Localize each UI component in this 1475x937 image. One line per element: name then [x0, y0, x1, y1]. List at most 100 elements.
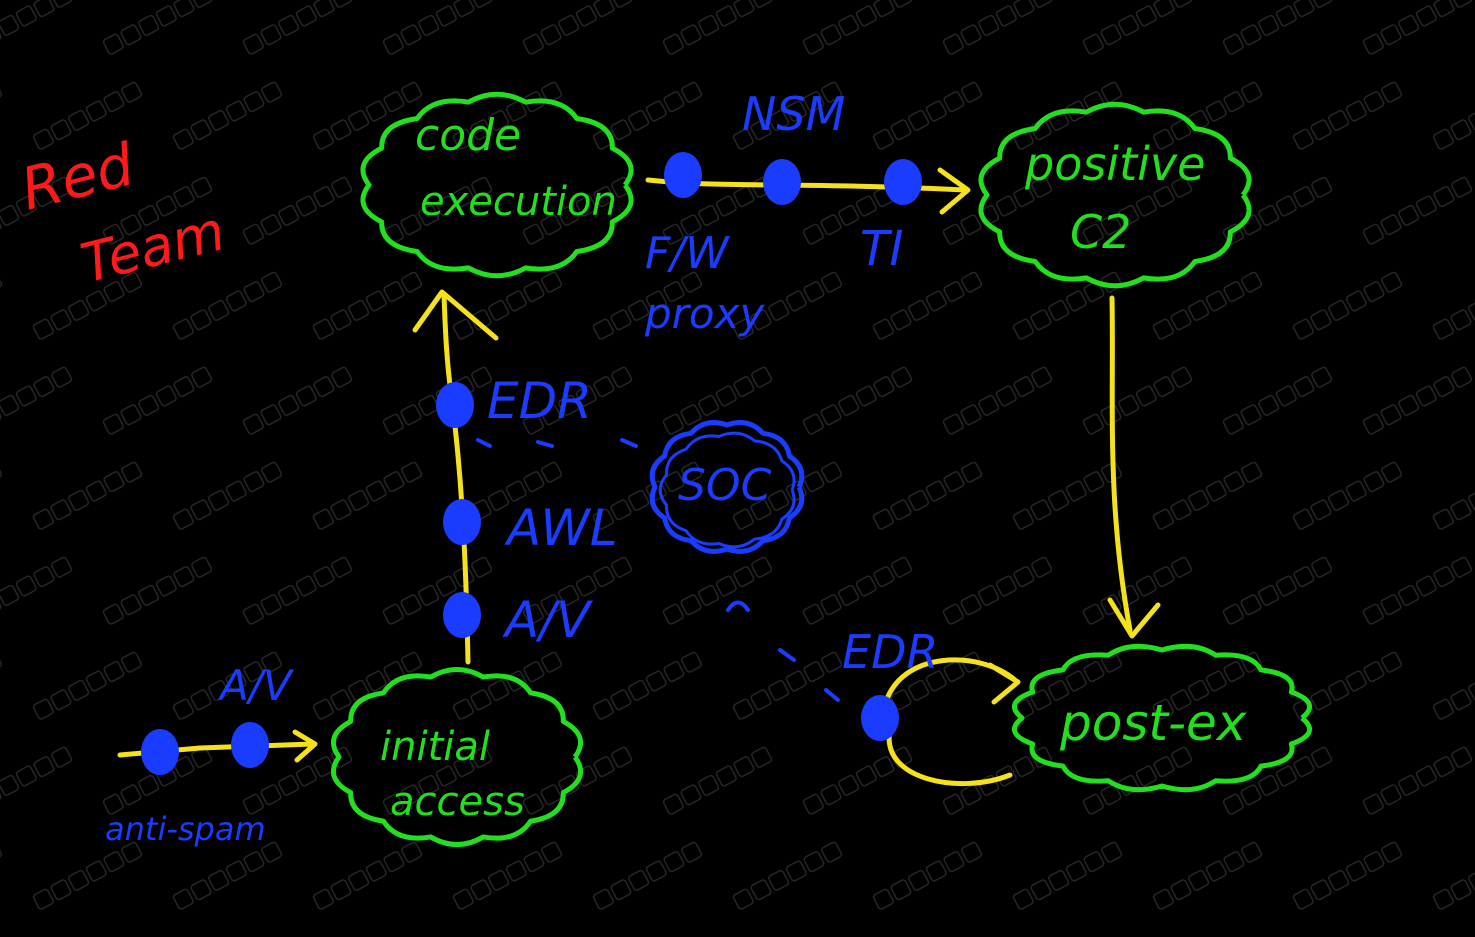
watermark-mark — [662, 366, 773, 435]
watermark-mark — [942, 176, 1053, 245]
watermark-mark — [1152, 841, 1263, 910]
watermark-mark — [0, 81, 3, 103]
watermark-mark — [1082, 0, 1193, 55]
watermark-mark — [1222, 0, 1333, 55]
positive-c2-line1: positive — [1024, 137, 1205, 191]
watermark-mark — [0, 271, 3, 293]
watermark-mark — [1362, 746, 1473, 815]
watermark-mark — [32, 81, 143, 150]
watermark-mark — [0, 0, 73, 46]
watermark-mark — [312, 461, 423, 530]
control-dots — [141, 152, 922, 775]
control-dot — [884, 159, 922, 205]
watermark-mark — [1222, 366, 1333, 435]
watermark-mark — [592, 271, 703, 340]
watermark-mark — [1012, 651, 1123, 720]
watermark-mark — [732, 841, 843, 910]
watermark-mark — [522, 746, 633, 815]
watermark-mark — [242, 176, 353, 245]
edr-endpoint-label: EDR — [487, 372, 592, 430]
watermark-mark — [102, 176, 213, 245]
watermark-mark — [732, 461, 843, 530]
title-team: Team — [75, 199, 231, 295]
watermark-mark — [452, 841, 563, 910]
watermark-mark — [452, 271, 563, 340]
watermark-mark — [872, 271, 983, 340]
proxy-label: proxy — [644, 289, 765, 338]
watermark-mark — [172, 461, 283, 530]
title-group: Red Team — [14, 130, 231, 295]
watermark-mark — [0, 461, 3, 483]
code-execution-line2: execution — [420, 179, 617, 225]
arrow-c2-to-post-ex — [1107, 295, 1161, 639]
watermark-mark — [802, 176, 913, 245]
cloud-soc-inner — [658, 431, 796, 549]
watermark-mark — [32, 651, 143, 720]
watermark-mark — [1362, 366, 1473, 435]
watermark-mark — [1292, 461, 1403, 530]
watermark-mark — [312, 651, 423, 720]
watermark-mark — [32, 841, 143, 910]
watermark-mark — [1222, 556, 1333, 625]
cloud-initial-access — [330, 667, 584, 847]
watermark-mark — [1432, 299, 1475, 340]
anti-spam-label: anti-spam — [105, 810, 266, 848]
watermark-mark — [0, 366, 73, 426]
watermark-mark — [802, 556, 913, 625]
watermark-mark — [1432, 679, 1475, 720]
watermark-mark — [1362, 0, 1473, 55]
watermark-mark — [872, 841, 983, 910]
watermark-mark — [1222, 746, 1333, 815]
cloud-post-ex — [1011, 643, 1313, 793]
watermark-mark — [102, 556, 213, 625]
watermark-mark — [662, 556, 773, 625]
watermark-mark — [942, 556, 1053, 625]
soc-label: SOC — [678, 460, 772, 511]
watermark-mark — [1222, 176, 1333, 245]
av-label: A/V — [502, 591, 594, 649]
control-dot — [436, 382, 474, 428]
watermark-mark — [802, 0, 913, 55]
watermark-mark — [942, 366, 1053, 435]
watermark-mark — [662, 746, 773, 815]
watermark-layer — [0, 0, 1475, 910]
watermark-mark — [732, 651, 843, 720]
cloud-positive-c2 — [978, 101, 1252, 289]
watermark-mark — [1012, 461, 1123, 530]
watermark-mark — [1082, 556, 1193, 625]
nsm-label: NSM — [742, 87, 845, 141]
watermark-mark — [0, 651, 3, 673]
cloud-code-execution — [360, 91, 634, 279]
watermark-mark — [522, 0, 633, 55]
watermark-mark — [522, 556, 633, 625]
soc-link-postex — [726, 600, 840, 702]
control-dot — [664, 152, 702, 198]
control-dot — [141, 729, 179, 775]
watermark-mark — [872, 81, 983, 150]
arrow-initial-to-code-exec — [412, 289, 499, 665]
watermark-mark — [242, 0, 353, 55]
watermark-mark — [802, 366, 913, 435]
initial-access-line1: initial — [380, 724, 490, 770]
watermark-mark — [1152, 271, 1263, 340]
awl-label: AWL — [504, 499, 618, 557]
clouds — [330, 91, 1313, 847]
watermark-mark — [102, 0, 213, 55]
watermark-mark — [1012, 841, 1123, 910]
watermark-mark — [102, 746, 213, 815]
watermark-mark — [592, 651, 703, 720]
watermark-mark — [662, 0, 773, 55]
title-red: Red — [14, 130, 141, 224]
watermark-mark — [1292, 81, 1403, 150]
watermark-mark — [1152, 651, 1263, 720]
watermark-mark — [0, 841, 3, 863]
watermark-mark — [0, 746, 73, 806]
watermark-mark — [0, 556, 73, 616]
watermark-mark — [1362, 556, 1473, 625]
watermark-mark — [242, 366, 353, 435]
watermark-mark — [662, 176, 773, 245]
node-labels: code execution positive C2 initial acces… — [380, 110, 1247, 825]
soc-links — [476, 438, 840, 702]
